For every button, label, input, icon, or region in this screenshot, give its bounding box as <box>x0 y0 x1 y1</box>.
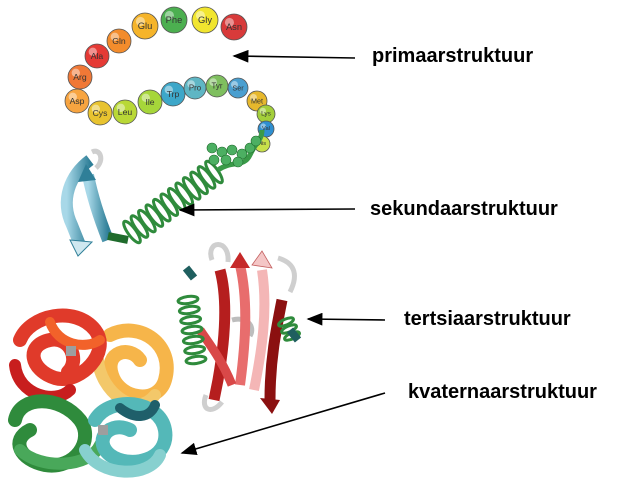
amino-acid-abbr: Leu <box>118 107 133 117</box>
amino-acid-bead: Trp <box>160 81 186 107</box>
amino-acid-bead: Tyr <box>205 74 229 98</box>
label-primary-structure: primaarstruktuur <box>372 45 534 67</box>
amino-acid-abbr: Gly <box>198 15 212 25</box>
alpha-helix <box>122 159 224 245</box>
helix-start <box>107 232 129 244</box>
amino-acid-abbr: Met <box>251 97 263 106</box>
label-quaternary-structure: kvaternaarstruktuur <box>408 381 597 403</box>
amino-acid-bead: Asp <box>64 88 90 114</box>
amino-acid-bead: Phe <box>160 6 188 34</box>
beta-strand-2-arrowhead <box>78 164 96 182</box>
amino-acid-abbr: Lys <box>261 111 271 118</box>
beta-strand-1 <box>60 155 94 248</box>
amino-acid-abbr: Asp <box>70 96 85 106</box>
amino-acid-abbr: Ser <box>232 84 244 93</box>
helix-bead-cluster <box>206 135 262 168</box>
quaternary-structure-illustration <box>8 308 174 478</box>
amino-acid-abbr: Ala <box>91 51 104 61</box>
amino-acid-abbr: Trp <box>167 89 180 99</box>
amino-acid-abbr: Glu <box>138 21 153 31</box>
tertiary-arrow <box>306 312 386 326</box>
amino-acid-abbr: Gln <box>112 36 126 46</box>
amino-acid-bead: Ser <box>227 77 249 99</box>
beta-strand-2 <box>82 173 114 243</box>
amino-acid-bead: Gln <box>106 28 132 54</box>
label-tertiary-structure: tertsiaarstruktuur <box>404 308 571 330</box>
amino-acid-abbr: Asn <box>226 22 242 32</box>
helix-to-chain-link <box>216 129 265 173</box>
amino-acid-bead: Ile <box>137 89 163 115</box>
amino-acid-bead: Glu <box>131 12 159 40</box>
amino-acid-abbr: Ile <box>145 97 154 107</box>
amino-acid-bead: Ala <box>84 43 110 69</box>
amino-acid-abbr: Val <box>262 126 270 132</box>
amino-acid-bead: Leu <box>112 99 138 125</box>
secondary-loop <box>90 148 104 170</box>
amino-acid-abbr: His <box>258 141 266 147</box>
quaternary-arrow <box>180 392 386 456</box>
amino-acid-bead: Asn <box>220 13 248 41</box>
amino-acid-bead: Cys <box>87 100 113 126</box>
secondary-structure-illustration <box>60 129 265 257</box>
amino-acid-bead: Lys <box>256 104 276 124</box>
secondary-arrow <box>178 203 356 217</box>
amino-acid-bead: Arg <box>67 64 93 90</box>
label-secondary-structure: sekundaarstruktuur <box>370 198 558 220</box>
tertiary-structure-illustration <box>176 242 302 414</box>
primary-arrow <box>232 49 356 63</box>
amino-acid-abbr: Phe <box>166 15 183 25</box>
amino-acid-bead: Gly <box>191 6 219 34</box>
beta-strand-1-arrowhead <box>69 239 94 257</box>
amino-acid-abbr: Cys <box>93 108 108 118</box>
amino-acid-abbr: Pro <box>189 84 202 93</box>
amino-acid-abbr: Arg <box>73 72 87 82</box>
amino-acid-abbr: Tyr <box>212 82 223 91</box>
amino-acid-bead: Pro <box>183 76 207 100</box>
